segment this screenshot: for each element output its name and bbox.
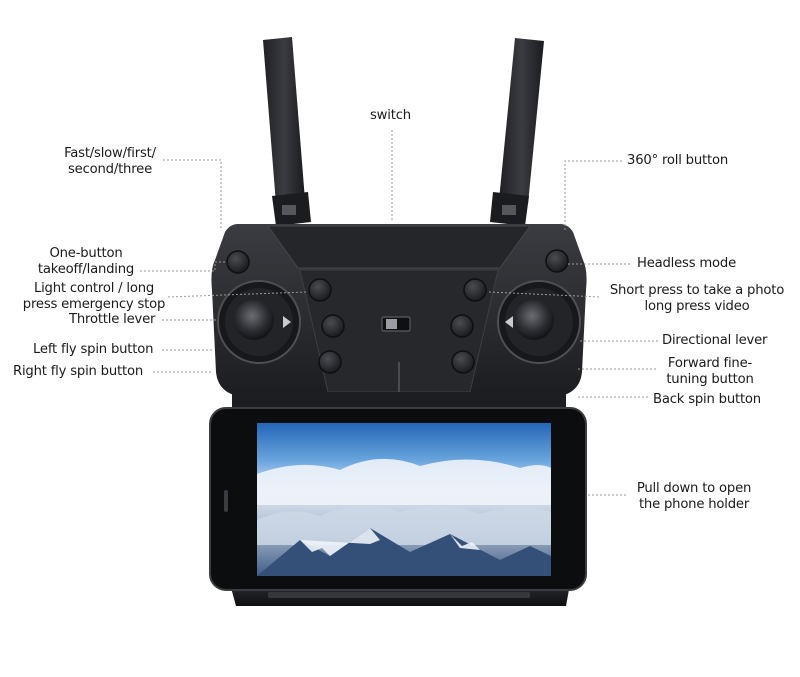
light-control-button[interactable]	[308, 278, 332, 302]
directional-lever-joystick-icon[interactable]	[497, 280, 581, 364]
right-spin-label: Right fly spin button	[13, 364, 143, 379]
leader-line	[140, 261, 226, 272]
takeoff-landing-button[interactable]	[226, 250, 250, 274]
throttle-lever-joystick-icon[interactable]	[217, 280, 301, 364]
leader-line	[488, 291, 601, 298]
left-spin-button[interactable]	[318, 350, 342, 374]
back-spin-label: Back spin button	[653, 392, 761, 407]
leader-line	[564, 160, 622, 230]
roll-button[interactable]	[450, 314, 474, 338]
speed-mode-label: Fast/slow/first/second/three	[64, 146, 156, 177]
left-spin-label: Left fly spin button	[33, 342, 154, 357]
right-antenna-icon	[490, 38, 544, 226]
left-antenna-icon	[263, 37, 311, 226]
speed-mode-button[interactable]	[321, 314, 345, 338]
leader-line	[167, 291, 307, 298]
leader-line	[163, 159, 222, 230]
switch-label: switch	[370, 108, 411, 123]
headless-mode-button[interactable]	[545, 249, 569, 273]
power-switch-icon[interactable]	[381, 316, 411, 332]
phone-icon	[209, 407, 587, 591]
headless-mode-label: Headless mode	[637, 256, 736, 271]
roll-button-label: 360° roll button	[627, 153, 728, 168]
throttle-lever-label: Throttle lever	[69, 312, 156, 327]
forward-tuning-label: Forward fine-tuning button	[666, 356, 754, 387]
directional-lever-label: Directional lever	[662, 333, 768, 348]
photo-video-button[interactable]	[463, 278, 487, 302]
forward-tuning-button[interactable]	[451, 350, 475, 374]
